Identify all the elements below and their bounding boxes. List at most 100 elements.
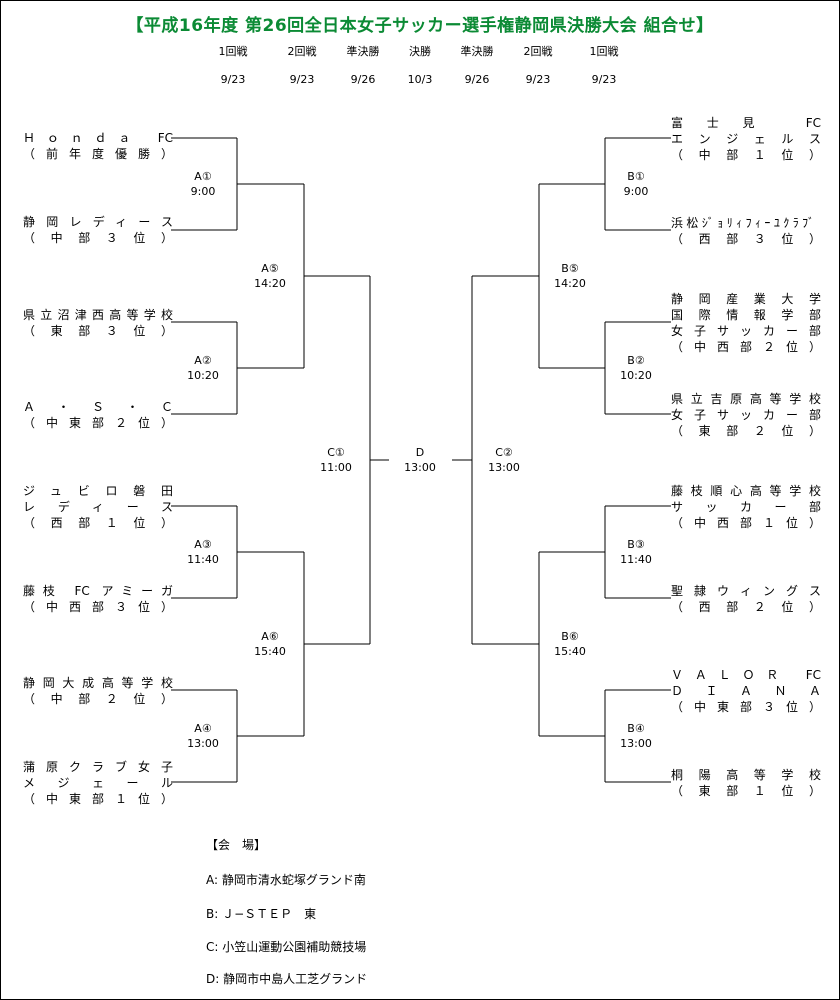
page-title: 【平成16年度 第26回全日本女子サッカー選手権静岡県決勝大会 組合せ】 [126, 16, 714, 36]
team-line: 県立吉原高等学校 [671, 392, 821, 406]
match-D: D 13:00 [390, 445, 450, 475]
match-time: 11:00 [320, 461, 352, 474]
round-date: 10/3 [407, 73, 433, 86]
team-line: 蒲原クラブ女子 [23, 760, 173, 774]
match-label: A① [194, 170, 212, 183]
round-header-7: 1回戦 9/23 [564, 43, 644, 86]
team-line: エンジェルス [671, 132, 821, 146]
team-line: （東部２位） [671, 424, 821, 438]
team-line: （中部１位） [671, 148, 821, 162]
team-entry: 静岡レディース（中部３位） [23, 214, 173, 246]
team-line: 桐陽高等学校 [671, 768, 821, 782]
match-label: B③ [627, 538, 645, 551]
team-entry: 県立沼津西高等学校（東部３位） [23, 307, 173, 339]
venue-item: D: 静岡市中島人工芝グランド [206, 972, 368, 986]
match-label: B② [627, 354, 645, 367]
team-entry: 藤枝 FC アミーガ （中西部３位） [23, 583, 173, 615]
match-time: 13:00 [620, 737, 652, 750]
round-date: 9/23 [591, 73, 617, 86]
match-label: B⑤ [561, 262, 579, 275]
team-entry: ジュビロ磐田レディース（西部１位） [23, 483, 173, 531]
match-label: B① [627, 170, 645, 183]
match-time: 14:20 [254, 277, 286, 290]
team-entry: 県立吉原高等学校女子サッカー部 （東部２位） [671, 391, 821, 439]
match-label: A② [194, 354, 212, 367]
round-date: 9/23 [220, 73, 246, 86]
team-line: 富士見 FC [671, 116, 821, 130]
team-entry: 静岡大成高等学校 （中部２位） [23, 675, 173, 707]
round-name: 準決勝 [346, 45, 380, 58]
match-time: 9:00 [190, 185, 216, 198]
team-line: 浜松ｼﾞｮﾘｨﾌｨｰﾕｸﾗﾌﾞ [671, 216, 818, 230]
round-name: 2回戦 [523, 45, 553, 58]
match-B2: B② 10:20 [606, 353, 666, 383]
match-label: B⑥ [561, 630, 579, 643]
round-name: 1回戦 [218, 45, 248, 58]
round-name: 準決勝 [460, 45, 494, 58]
team-line: メジェール [23, 776, 173, 790]
team-entry: 桐陽高等学校 （東部１位） [671, 767, 821, 799]
venue-item: C: 小笠山運動公園補助競技場 [206, 940, 367, 954]
round-date: 9/23 [525, 73, 551, 86]
match-time: 10:20 [187, 369, 219, 382]
team-line: 静岡大成高等学校 [23, 676, 173, 690]
team-line: （中部３位） [23, 231, 173, 245]
round-name: 決勝 [409, 45, 431, 58]
team-line: 女子サッカー部 [671, 408, 821, 422]
venue-item: B: Ｊ−ＳＴＥＰ 東 [206, 907, 317, 921]
team-line: （中西部３位） [23, 600, 173, 614]
team-line: 静岡産業大学 [671, 292, 821, 306]
match-label: B④ [627, 722, 645, 735]
team-line: （東部３位） [23, 324, 173, 338]
match-label: D [415, 446, 425, 459]
match-time: 13:00 [404, 461, 436, 474]
team-line: （中西部１位） [671, 516, 821, 530]
team-line: レディース [23, 500, 173, 514]
team-line: サッカー部 [671, 500, 821, 514]
round-header-4: 決勝 10/3 [380, 43, 460, 86]
match-B6: B⑥ 15:40 [540, 629, 600, 659]
team-line: 藤枝順心高等学校 [671, 484, 821, 498]
round-date: 9/26 [350, 73, 376, 86]
team-line: 藤枝 FC アミーガ [23, 584, 173, 598]
match-B3: B③ 11:40 [606, 537, 666, 567]
match-label: C① [327, 446, 345, 459]
team-line: 国際情報学部 [671, 308, 821, 322]
team-line: （西部１位） [23, 516, 173, 530]
team-line: （中西部２位） [671, 340, 821, 354]
team-entry: Ａ・Ｓ・Ｃ（中東部２位） [23, 399, 173, 431]
match-time: 15:40 [254, 645, 286, 658]
match-time: 13:00 [187, 737, 219, 750]
round-header-1: 1回戦 9/23 [193, 43, 273, 86]
team-line: （西部３位） [671, 232, 821, 246]
round-header-6: 2回戦 9/23 [498, 43, 578, 86]
team-line: （西部２位） [671, 600, 821, 614]
team-line: ＤＩＡＮＡ [671, 684, 821, 698]
match-A2: A② 10:20 [173, 353, 233, 383]
team-line: （中東部２位） [23, 416, 173, 430]
round-name: 1回戦 [589, 45, 619, 58]
match-A1: A① 9:00 [173, 169, 233, 199]
team-line: （中東部１位） [23, 792, 173, 806]
match-time: 13:00 [488, 461, 520, 474]
match-time: 10:20 [620, 369, 652, 382]
round-name: 2回戦 [287, 45, 317, 58]
match-time: 15:40 [554, 645, 586, 658]
team-line: （中部２位） [23, 692, 173, 706]
team-entry: 富士見 FC エンジェルス （中部１位） [671, 115, 821, 163]
team-line: （東部１位） [671, 784, 821, 798]
round-date: 9/26 [464, 73, 490, 86]
match-time: 11:40 [187, 553, 219, 566]
team-entry: 静岡産業大学国際情報学部女子サッカー部（中西部２位） [671, 291, 821, 355]
team-line: （前年度優勝） [23, 147, 173, 161]
match-time: 11:40 [620, 553, 652, 566]
